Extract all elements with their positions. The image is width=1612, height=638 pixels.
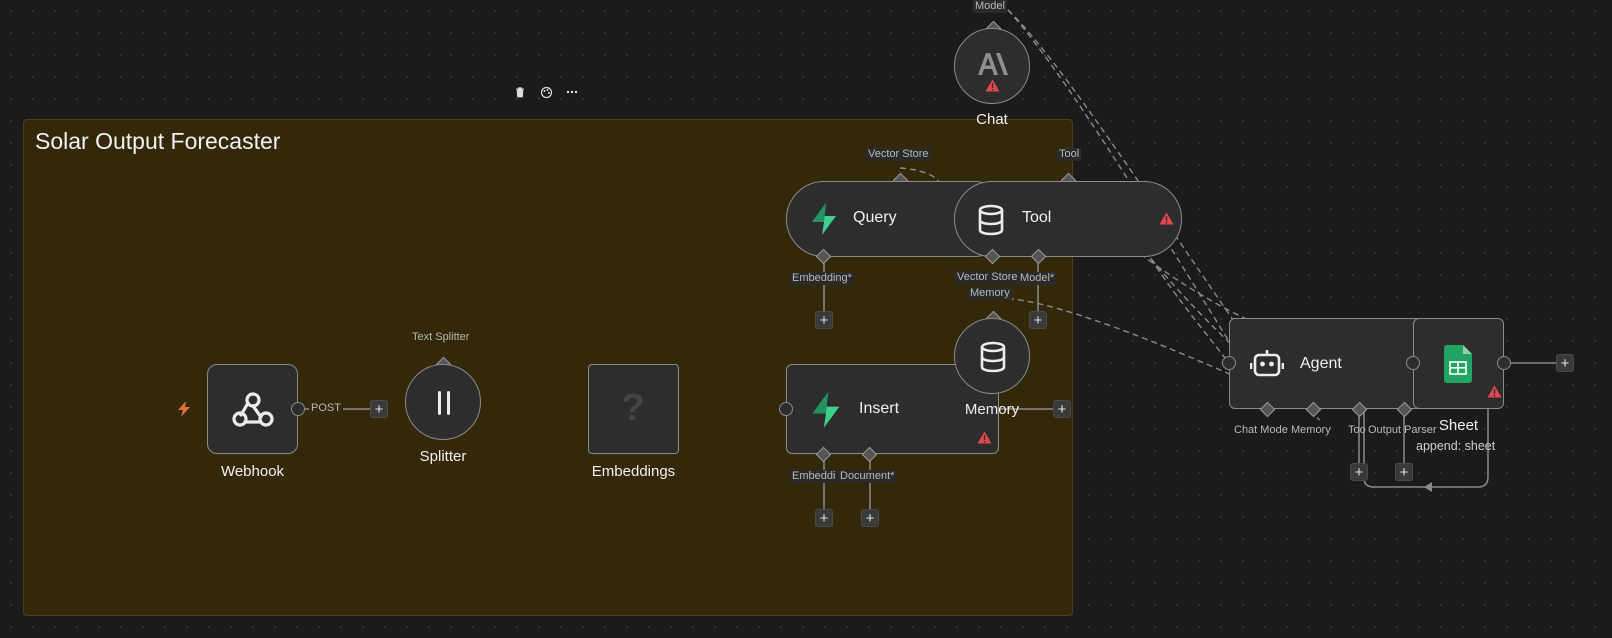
webhook-label: Webhook <box>220 463 285 480</box>
add-embedding-query-button[interactable]: + <box>815 311 833 329</box>
add-after-insert-button[interactable]: + <box>1053 400 1071 418</box>
add-model-tool-button[interactable]: + <box>1029 311 1047 329</box>
warning-icon <box>1487 385 1502 398</box>
embeddings-node[interactable]: ? <box>588 364 679 454</box>
supabase-icon <box>812 203 836 235</box>
webhook-output-label: POST <box>309 402 343 415</box>
warning-icon <box>1159 212 1174 225</box>
query-label: Query <box>853 209 897 226</box>
memory-node[interactable] <box>954 318 1030 394</box>
google-sheets-icon <box>1444 345 1472 383</box>
sheet-input-port[interactable] <box>1406 356 1420 370</box>
warning-icon <box>985 79 1000 92</box>
robot-icon <box>1250 350 1284 377</box>
splitter-node[interactable] <box>405 364 481 440</box>
database-icon <box>978 204 1004 236</box>
palette-icon[interactable] <box>538 84 554 100</box>
port-label-text-splitter: Text Splitter <box>410 331 472 344</box>
database-icon <box>980 341 1006 373</box>
insert-label: Insert <box>859 400 900 417</box>
sticky-toolbar <box>512 84 580 100</box>
port-label-embedding-query: Embedding* <box>790 272 854 285</box>
tool-node[interactable]: Tool <box>954 181 1182 257</box>
agent-label: Agent <box>1300 355 1342 372</box>
question-icon: ? <box>621 387 645 429</box>
supabase-icon <box>812 392 840 428</box>
more-icon[interactable] <box>564 84 580 100</box>
port-label-vector-store-top: Vector Store <box>866 148 931 161</box>
webhook-output-port[interactable] <box>291 402 305 416</box>
add-document-insert-button[interactable]: + <box>861 509 879 527</box>
sheet-output-port[interactable] <box>1497 356 1511 370</box>
sheet-node[interactable] <box>1413 318 1504 409</box>
anthropic-icon <box>978 53 1008 75</box>
embeddings-label: Embeddings <box>591 463 676 480</box>
add-embedding-insert-button[interactable]: + <box>815 509 833 527</box>
sheet-sublabel: append: sheet <box>1416 439 1496 453</box>
port-label-memory-top: Memory <box>968 287 1012 300</box>
webhook-node[interactable] <box>207 364 298 454</box>
warning-icon <box>977 431 992 444</box>
port-label-model: Model <box>973 0 1007 13</box>
memory-label: Memory <box>964 401 1020 418</box>
port-label-document-insert: Document* <box>838 470 897 483</box>
splitter-label: Splitter <box>419 448 467 465</box>
add-output-parser-agent-button[interactable]: + <box>1395 463 1413 481</box>
chat-model-node[interactable] <box>954 28 1030 104</box>
add-after-webhook-button[interactable]: + <box>370 400 388 418</box>
chat-label: Chat <box>976 111 1008 128</box>
sheet-label: Sheet <box>1438 417 1479 434</box>
trash-icon[interactable] <box>512 84 528 100</box>
add-after-sheet-button[interactable]: + <box>1556 354 1574 372</box>
port-label-output-parser-agent: Output Parser <box>1368 424 1437 436</box>
insert-input-port[interactable] <box>779 402 793 416</box>
add-tool-agent-button[interactable]: + <box>1350 463 1368 481</box>
agent-input-port[interactable] <box>1222 356 1236 370</box>
splitter-icon <box>438 391 450 415</box>
webhook-icon <box>232 392 274 427</box>
port-label-model-tool: Model* <box>1018 272 1057 285</box>
port-label-vector-store-tool: Vector Store <box>955 271 1020 284</box>
lightning-icon <box>178 401 190 417</box>
port-label-memory-agent: Memory <box>1291 424 1331 436</box>
sticky-note-title: Solar Output Forecaster <box>35 128 281 154</box>
port-label-chat-model-agent: Chat Mode <box>1234 424 1288 436</box>
port-label-tool-top: Tool <box>1057 148 1082 161</box>
port-label-embedding-insert: Embeddi <box>790 470 838 483</box>
port-label-tool-agent: Too <box>1348 424 1366 436</box>
tool-label: Tool <box>1022 209 1052 226</box>
agent-node[interactable]: Agent <box>1229 318 1435 409</box>
